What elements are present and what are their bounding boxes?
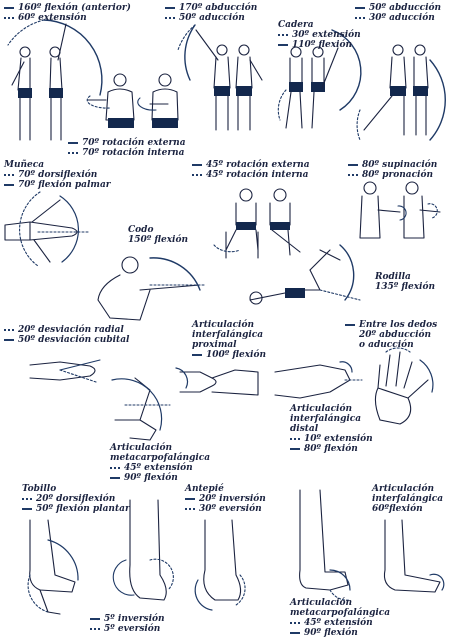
hip-abduction-label: 50º abducción 30º aducción: [355, 3, 441, 23]
toe-mcp-figure: [299, 489, 351, 601]
dip-flexion-figure: [274, 361, 363, 399]
forefoot-figure: [194, 519, 246, 611]
mcp-label: Articulación metacarpofalángica 45º exte…: [110, 443, 211, 483]
subtalar-label: 5º inversión 5º eversión: [90, 614, 165, 634]
hip-rotation-figure: [213, 188, 301, 259]
hip-abduction-figure: [356, 44, 446, 141]
wrist-deviation-label: 20º desviación radial 50º desviación cub…: [4, 325, 129, 345]
shoulder-abduction-label: 170º abducción 50º aducción: [165, 3, 257, 23]
elbow-title: Codo: [128, 225, 154, 235]
hip-title: Cadera: [278, 20, 314, 30]
forearm-rotation-figure: [359, 181, 441, 239]
fingers-abduction-figure: [374, 347, 434, 425]
hip-rotation-label: 45º rotación externa 45º rotación intern…: [192, 160, 310, 180]
shoulder-rotation-label: 70º rotación externa 70º rotación intern…: [68, 138, 186, 158]
wrist-label: Muñeca 70º dorsiflexión 70º flexión palm…: [4, 160, 111, 190]
knee-flexion-figure: [249, 244, 361, 305]
wrist-deviation-figure: [29, 359, 101, 383]
wrist-flexion-figure: [4, 191, 91, 267]
forefoot-title: Antepié: [185, 484, 224, 494]
toe-ip-label: Articulación interfalángica 60ºflexión: [372, 484, 444, 514]
shoulder-abduction-figure: [177, 24, 263, 131]
ankle-flexion-figure: [27, 519, 79, 615]
knee-label: Rodilla 135º flexión: [375, 272, 436, 292]
toe-mcp-label: Articulación metacarpofalángica 45º exte…: [290, 598, 391, 638]
wrist-title: Muñeca: [4, 160, 45, 170]
elbow-label: Codo 150º flexión: [128, 225, 189, 245]
hip-label: Cadera 30º extensión 110º flexión: [278, 20, 361, 50]
shoulder-flexion-figure: [7, 19, 103, 141]
forearm-rotation-label: 80º supinación 80º pronación: [348, 160, 437, 180]
dip-label: Articulación interfalángica distal 10º e…: [290, 404, 373, 454]
mcp-flexion-figure: [111, 377, 171, 441]
knee-title: Rodilla: [375, 272, 411, 282]
subtalar-figure: [112, 499, 174, 601]
ankle-title: Tobillo: [22, 484, 57, 494]
shoulder-flexion-label: 160º flexión (anterior) 60º extensión: [4, 3, 131, 23]
fingers-label: Entre los dedos 20º abducción o aducción: [345, 320, 437, 350]
shoulder-rotation-figure: [86, 73, 179, 128]
forefoot-label: Antepié 20º inversión 30º eversión: [185, 484, 266, 514]
hip-flexion-figure: [277, 29, 362, 129]
pip-flexion-figure: [175, 367, 259, 396]
elbow-flexion-figure: [97, 256, 206, 321]
pip-label: Articulación interfalángica proximal 100…: [192, 320, 267, 360]
toe-ip-figure: [383, 519, 445, 593]
ankle-label: Tobillo 20º dorsiflexión 50º flexión pla…: [22, 484, 130, 514]
